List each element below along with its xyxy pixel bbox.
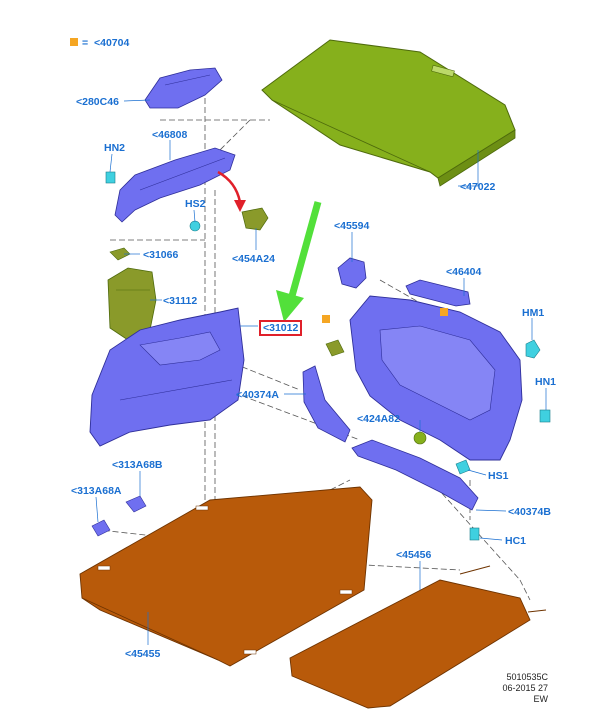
clip-hc1 bbox=[469, 527, 480, 541]
part-label-hc1: HC1 bbox=[505, 535, 527, 547]
part-label-46808: <46808 bbox=[152, 129, 188, 141]
part-label-31066: <31066 bbox=[143, 249, 179, 261]
leader-lines bbox=[95, 99, 547, 645]
part-label-45594: <45594 bbox=[334, 220, 370, 232]
part-label-313a68b: <313A68B bbox=[112, 459, 163, 471]
part-label-280c46: <280C46 bbox=[76, 96, 119, 108]
part-label-hm1: HM1 bbox=[522, 307, 545, 319]
part-label-45456: <45456 bbox=[396, 549, 432, 561]
cover-45594 bbox=[337, 257, 367, 289]
legend-marker-square bbox=[70, 38, 78, 46]
cargo-cover-47022 bbox=[261, 39, 516, 187]
drawing-footer: 5010535C 06-2015 27 EW bbox=[502, 672, 548, 705]
clip-hn1 bbox=[539, 409, 551, 423]
load-floor-45455 bbox=[79, 486, 373, 667]
bracket-454a24 bbox=[241, 207, 269, 231]
clip-hm1 bbox=[525, 339, 541, 359]
part-label-47022: <47022 bbox=[460, 181, 496, 193]
green-callout-arrow bbox=[276, 201, 322, 322]
legend-reference: <40704 bbox=[93, 37, 130, 49]
right-quarter-trim bbox=[349, 295, 523, 461]
orange-markers bbox=[322, 308, 448, 323]
part-label-454a24: <454A24 bbox=[232, 253, 275, 265]
clip-hs2 bbox=[189, 220, 201, 232]
legend-equals: = bbox=[82, 37, 89, 49]
part-label-424a82: <424A82 bbox=[357, 413, 400, 425]
clip-hn2 bbox=[105, 171, 116, 184]
bracket-313a68a bbox=[91, 519, 111, 537]
red-callout-arrow bbox=[217, 170, 246, 212]
rear-sill-40374b bbox=[351, 439, 479, 511]
part-label-hs1: HS1 bbox=[488, 470, 509, 482]
part-label-45455: <45455 bbox=[125, 648, 161, 660]
bracket-313a68b bbox=[125, 495, 147, 513]
part-label-hn1: HN1 bbox=[535, 376, 557, 388]
part-label-313a68a: <313A68A bbox=[71, 485, 122, 497]
sill-46404 bbox=[405, 279, 471, 307]
drawing-number: 5010535C bbox=[506, 672, 548, 682]
storage-bin-31112 bbox=[107, 267, 157, 341]
quarter-trim-31012 bbox=[89, 307, 245, 447]
upper-bracket-280c46 bbox=[144, 67, 223, 109]
clip-hs1 bbox=[455, 459, 471, 475]
drawing-code: EW bbox=[533, 694, 549, 704]
bracket-small-olive bbox=[325, 339, 345, 357]
part-label-46404: <46404 bbox=[446, 266, 482, 278]
cap-424a82 bbox=[413, 431, 427, 445]
legend: = <40704 bbox=[70, 37, 129, 49]
part-label-hn2: HN2 bbox=[104, 142, 126, 154]
part-label-31012: <31012 bbox=[259, 320, 303, 336]
floor-panel-45456 bbox=[289, 565, 547, 709]
part-label-31112: <31112 bbox=[163, 295, 198, 307]
side-trim-46808 bbox=[114, 147, 236, 223]
part-label-40374a: <40374A bbox=[236, 389, 279, 401]
part-label-40374b: <40374B bbox=[508, 506, 551, 518]
drawing-date: 06-2015 27 bbox=[502, 683, 548, 693]
part-label-hs2: HS2 bbox=[185, 198, 206, 210]
pillar-trim-40374a bbox=[302, 365, 351, 443]
